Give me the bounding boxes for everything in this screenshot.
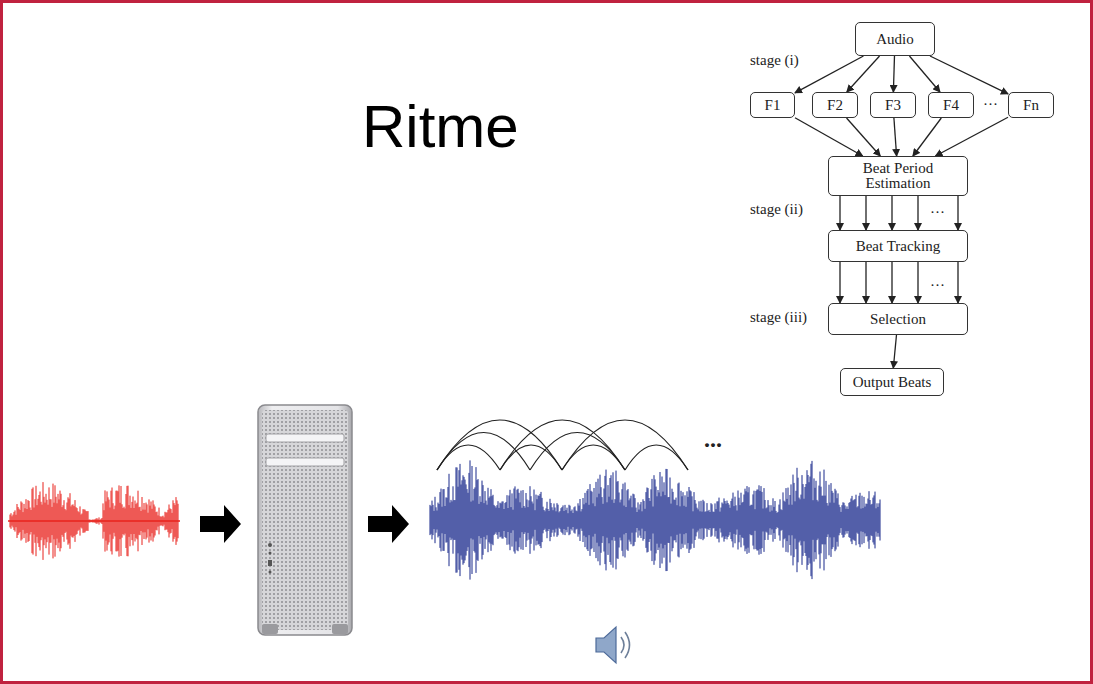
flow-arrow xyxy=(795,118,863,156)
stage-label: stage (iii) xyxy=(750,309,807,326)
box-label: Beat Tracking xyxy=(856,239,941,254)
flow-arrow xyxy=(795,56,863,93)
slide-title: Ritme xyxy=(362,92,519,161)
box-label: Selection xyxy=(870,312,926,327)
beat-arcs xyxy=(437,420,688,470)
block-arrow xyxy=(368,505,409,543)
flow-arrow xyxy=(839,262,840,303)
block-arrow xyxy=(200,505,241,543)
process-box: F3 xyxy=(870,92,916,118)
ellipsis: ··· xyxy=(930,277,945,294)
flow-arrow xyxy=(847,118,881,156)
stage-label: stage (i) xyxy=(750,52,799,69)
process-box: Beat Tracking xyxy=(828,230,968,262)
beat-waveform xyxy=(430,460,880,579)
flow-arrow xyxy=(891,196,892,230)
box-label: F2 xyxy=(827,98,843,113)
ellipsis: ··· xyxy=(983,96,998,113)
speaker-icon xyxy=(596,627,630,663)
process-box: F2 xyxy=(812,92,858,118)
process-box: F4 xyxy=(928,92,974,118)
flow-arrow xyxy=(957,196,958,230)
flow-arrow xyxy=(909,56,940,92)
box-label: F3 xyxy=(885,98,901,113)
panel-ground xyxy=(733,8,1071,410)
process-box: Audio xyxy=(855,22,935,56)
box-label: F1 xyxy=(765,98,781,113)
ellipsis: ··· xyxy=(930,204,945,221)
waveform-axis xyxy=(8,520,180,522)
flow-arrow xyxy=(894,118,897,156)
box-label: Beat Period Estimation xyxy=(835,161,961,191)
box-label: Output Beats xyxy=(853,375,932,390)
process-box: Beat Period Estimation xyxy=(828,156,968,196)
flow-arrow xyxy=(847,56,880,92)
box-label: Fn xyxy=(1023,98,1039,113)
flow-arrow xyxy=(935,117,1008,156)
flow-arrow xyxy=(839,196,840,230)
process-box: Output Beats xyxy=(840,368,944,396)
box-label: F4 xyxy=(943,98,959,113)
flow-arrow xyxy=(865,262,866,303)
flow-arrow xyxy=(917,262,918,303)
process-box: F1 xyxy=(750,92,795,118)
flow-arrow xyxy=(891,262,892,303)
process-box: Selection xyxy=(828,303,968,335)
flow-arrow xyxy=(913,118,941,156)
stage-label: stage (ii) xyxy=(750,201,803,218)
flow-arrow xyxy=(893,335,896,368)
flow-arrow xyxy=(865,196,866,230)
flow-arrow xyxy=(893,56,894,92)
ellipsis: ... xyxy=(704,426,722,453)
flow-arrow xyxy=(957,262,958,303)
flow-arrow xyxy=(930,56,1008,94)
flow-arrow xyxy=(917,196,918,230)
computer-tower xyxy=(258,405,352,635)
process-box: Fn xyxy=(1008,92,1054,118)
box-label: Audio xyxy=(876,32,914,47)
